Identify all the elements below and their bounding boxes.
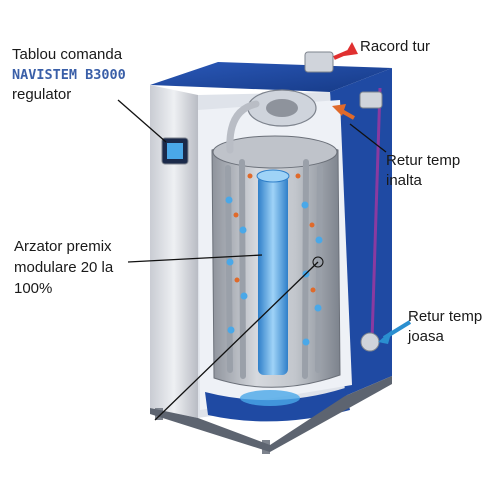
leader-lines xyxy=(117,99,387,421)
flame-marks xyxy=(233,173,316,293)
control-panel-label-line1: Tablou comanda xyxy=(12,46,123,63)
high-return-label-line2: inalta xyxy=(386,172,422,189)
control-panel-screen xyxy=(167,143,183,159)
low-return-label-line2: joasa xyxy=(408,328,444,345)
leader-control-panel xyxy=(117,99,167,143)
flow-connection-label: Racord tur xyxy=(360,38,431,55)
low-return-port xyxy=(360,332,380,352)
condensate-flame xyxy=(240,390,300,406)
flow-arrow xyxy=(333,42,358,60)
gas-pipe xyxy=(226,100,260,154)
leader-burner-2 xyxy=(154,261,319,421)
burner-label-line1: Arzator premix xyxy=(14,238,112,255)
burner-label-line3: 100% xyxy=(14,280,53,297)
burner-label-line2: modulare 20 la xyxy=(14,259,114,276)
casing-left-side xyxy=(150,85,198,418)
flow-port xyxy=(304,51,334,73)
burner-callout-dot xyxy=(312,256,324,268)
casing-bottom xyxy=(150,376,392,452)
burner-cap xyxy=(256,169,290,183)
leader-high-return xyxy=(349,123,387,153)
return-pipe xyxy=(370,87,382,341)
premix-burner xyxy=(258,175,288,375)
high-return-arrow xyxy=(332,104,355,120)
low-return-label-line1: Retur temp xyxy=(408,308,483,325)
control-panel-label-line3: regulator xyxy=(12,86,72,103)
low-return-arrow xyxy=(378,320,412,344)
control-panel-model-label: NAVISTEM B3000 xyxy=(12,67,126,83)
fan-inner xyxy=(266,99,298,117)
leader-burner-1 xyxy=(127,254,263,263)
high-return-label-line1: Retur temp xyxy=(386,152,461,169)
high-return-port xyxy=(359,91,383,109)
